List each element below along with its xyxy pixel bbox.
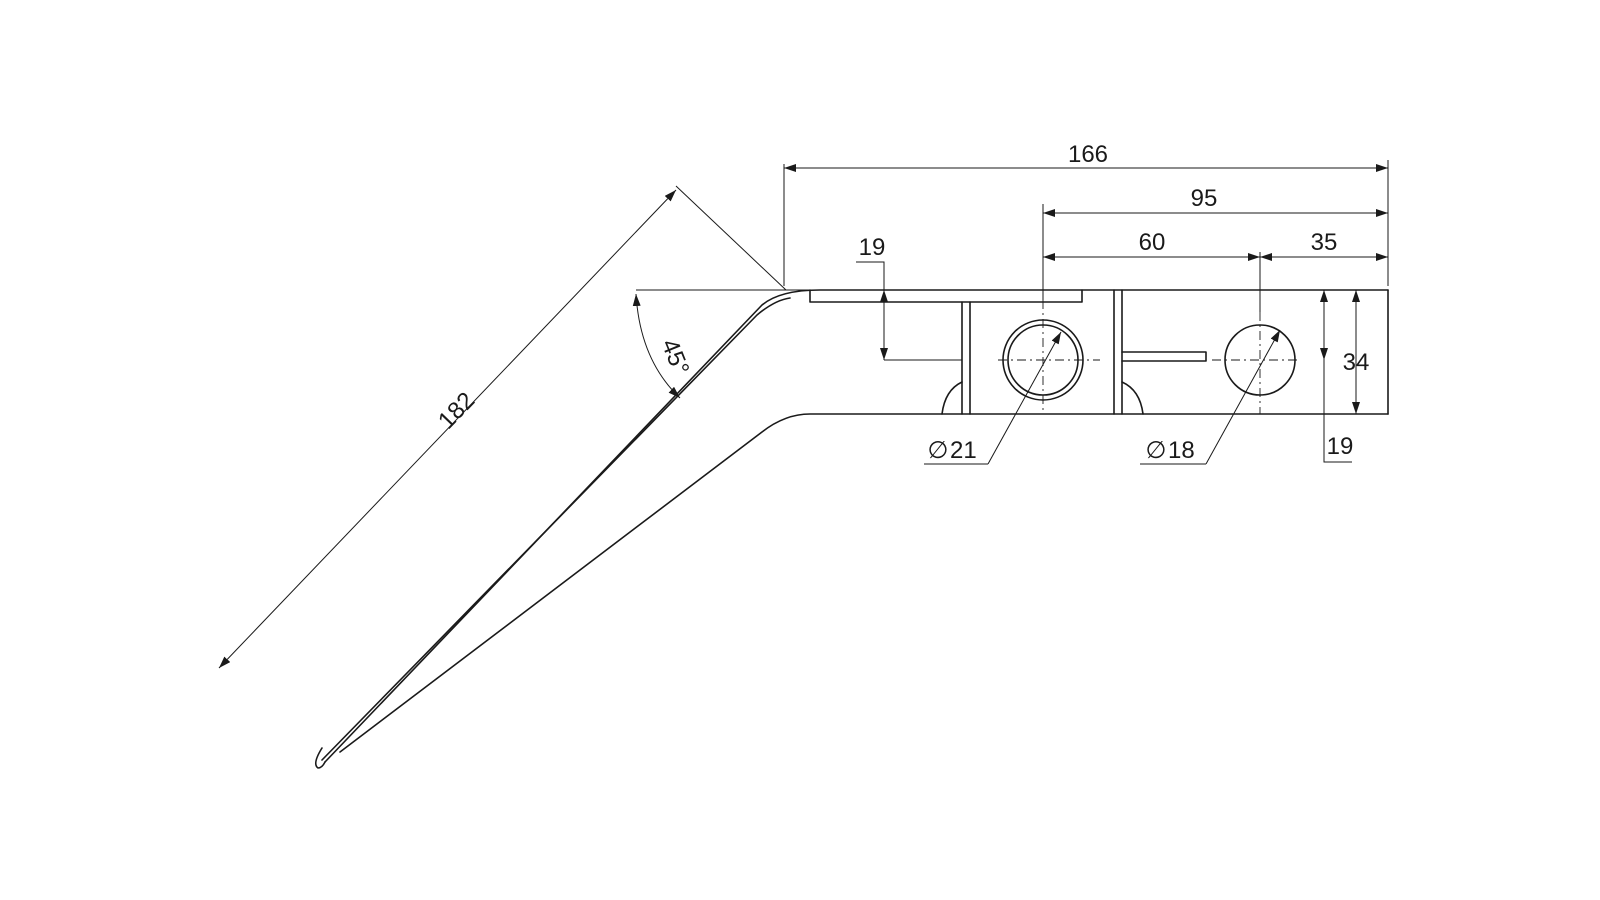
dimension-left-offset: 19: [856, 234, 888, 360]
extension-lines: [636, 160, 1389, 415]
dimension-34-label: 34: [1343, 349, 1370, 376]
dimension-95-label: 95: [1191, 185, 1218, 212]
dimension-hole-spacing: 60: [1043, 229, 1260, 261]
dimension-19-left-label: 19: [859, 234, 886, 261]
dimension-hole-to-end: 35: [1260, 229, 1388, 261]
diameter-18-label: 18: [1168, 437, 1195, 464]
dimension-35-label: 35: [1311, 229, 1338, 256]
dimension-182-label: 182: [433, 387, 480, 435]
dimension-60-label: 60: [1139, 229, 1166, 256]
dimension-45-label: 45°: [656, 335, 695, 379]
diameter-21-label: 21: [950, 437, 977, 464]
dimension-19-right-label: 19: [1327, 433, 1354, 460]
dimension-bend-angle: 45°: [632, 293, 695, 399]
diameter-symbol-21: ∅: [928, 437, 949, 464]
dimension-height: 34: [1343, 290, 1370, 414]
part-outline: [314, 289, 1389, 769]
dimension-arm-length: 182: [218, 189, 677, 669]
dimension-166-label: 166: [1068, 141, 1108, 168]
diameter-symbol-18: ∅: [1146, 437, 1167, 464]
dimension-center-to-end: 95: [1043, 185, 1388, 217]
dimension-right-offset: 19: [1320, 290, 1354, 463]
diameter-18-callout: ∅ 18: [1140, 329, 1281, 465]
diameter-21-callout: ∅ 21: [924, 331, 1062, 465]
center-lines: [884, 300, 1300, 414]
dimension-overall-length: 166: [784, 141, 1388, 172]
